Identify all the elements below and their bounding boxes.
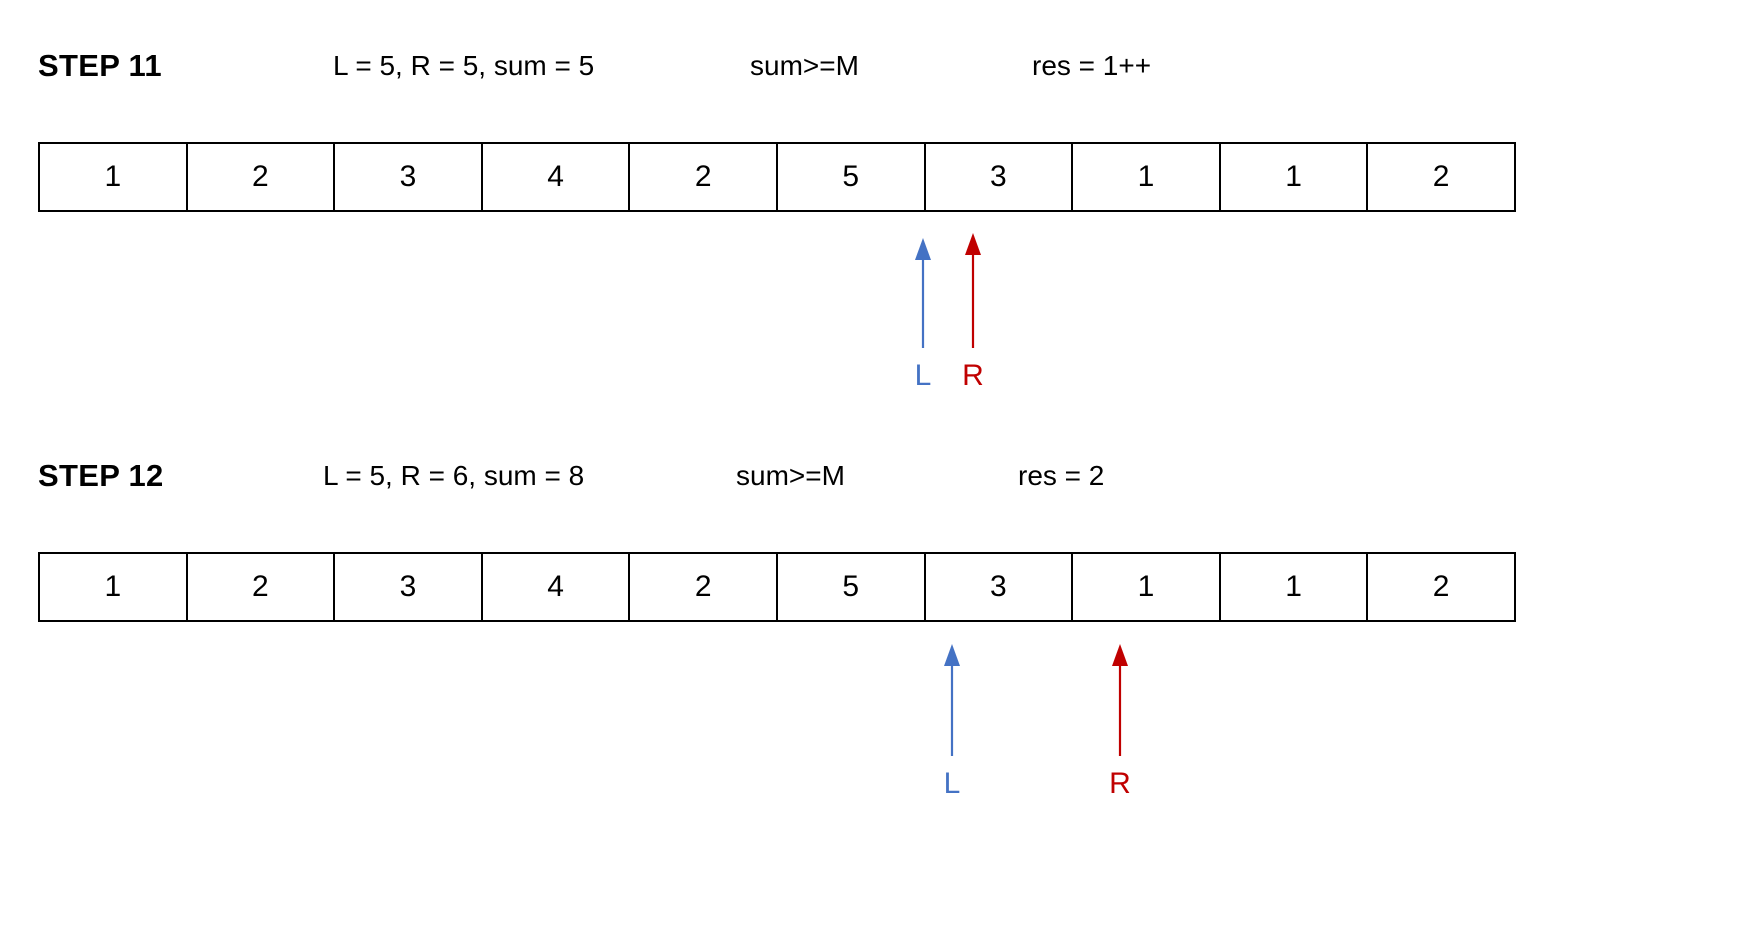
array-cell: 2 — [1368, 144, 1514, 210]
step-block-1: STEP 11 L = 5, R = 5, sum = 5 sum>=M res… — [0, 48, 1750, 391]
array-cell: 2 — [1368, 554, 1514, 620]
pointer-left-label: L — [914, 359, 932, 392]
arrow-up-icon — [961, 233, 985, 353]
array-cell: 5 — [777, 554, 926, 620]
array-cell: 5 — [777, 144, 926, 210]
step-title: STEP 11 — [38, 48, 162, 83]
array-cell: 1 — [1220, 144, 1369, 210]
pointer-left: L — [922, 644, 982, 799]
array-cell: 4 — [482, 554, 631, 620]
array-table: 1 2 3 4 2 5 3 1 1 2 — [38, 142, 1516, 212]
step-state-text: L = 5, R = 6, sum = 8 — [323, 460, 585, 491]
array-table: 1 2 3 4 2 5 3 1 1 2 — [38, 552, 1516, 622]
array-cell: 4 — [482, 144, 631, 210]
array-cell: 1 — [40, 554, 188, 620]
pointer-left-label: L — [943, 767, 961, 800]
step-header-1: STEP 11 L = 5, R = 5, sum = 5 sum>=M res… — [0, 48, 1750, 108]
array-cell: 2 — [630, 554, 778, 620]
pointer-right: R — [943, 233, 1003, 391]
arrow-up-icon — [940, 644, 964, 761]
array-cell: 3 — [335, 554, 483, 620]
array-cell: 1 — [1220, 554, 1369, 620]
pointer-right-label: R — [1109, 767, 1131, 800]
arrow-up-icon — [911, 238, 935, 353]
step-state-text: L = 5, R = 5, sum = 5 — [333, 50, 595, 81]
arrow-up-icon — [1108, 644, 1132, 761]
array-cell: 1 — [40, 144, 188, 210]
step-condition-text: sum>=M — [736, 460, 845, 491]
array-cell: 2 — [187, 554, 336, 620]
step-header-2: STEP 12 L = 5, R = 6, sum = 8 sum>=M res… — [0, 458, 1750, 518]
array-cell: 3 — [925, 554, 1074, 620]
pointer-right-label: R — [962, 359, 984, 392]
array-cell: 2 — [630, 144, 778, 210]
step-result-text: res = 1++ — [1032, 50, 1152, 81]
array-cell: 3 — [335, 144, 483, 210]
pointer-right: R — [1090, 644, 1150, 799]
step-title: STEP 12 — [38, 458, 164, 493]
array-cell: 2 — [187, 144, 336, 210]
pointer-left: L — [893, 238, 953, 391]
array-cell: 3 — [925, 144, 1074, 210]
array-cell: 1 — [1073, 144, 1221, 210]
array-cell: 1 — [1073, 554, 1221, 620]
step-block-2: STEP 12 L = 5, R = 6, sum = 8 sum>=M res… — [0, 458, 1750, 799]
step-result-text: res = 2 — [1018, 460, 1105, 491]
step-condition-text: sum>=M — [750, 50, 859, 81]
